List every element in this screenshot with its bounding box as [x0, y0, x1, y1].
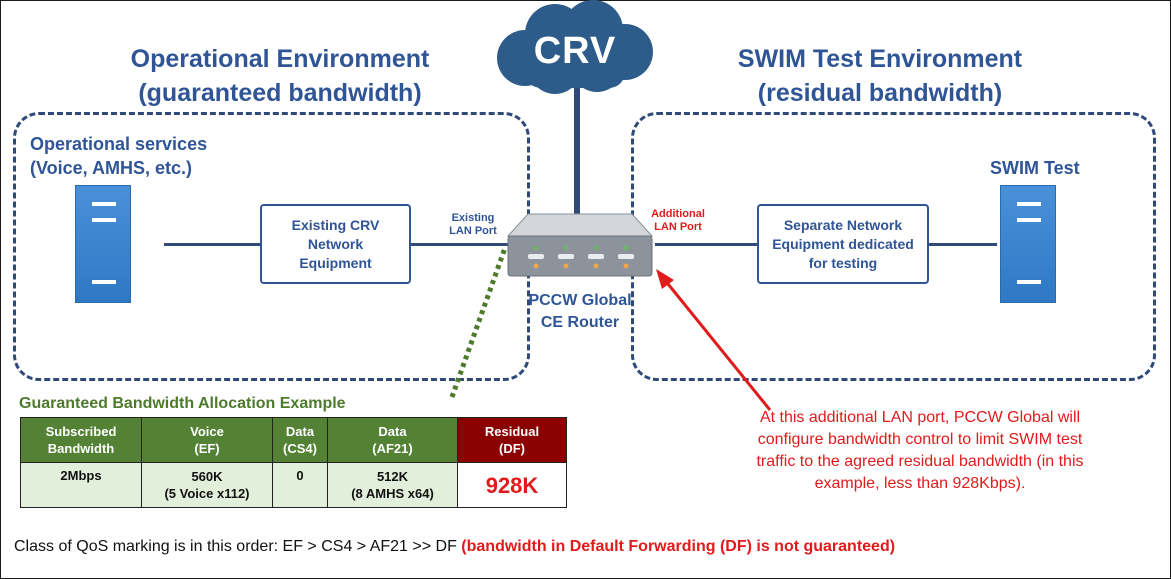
annotation-line4: example, less than 928Kbps). — [814, 475, 1026, 492]
existing-port-line2: LAN Port — [449, 225, 497, 237]
cell-line1: 2Mbps — [60, 468, 102, 483]
separate-equipment-line2: Equipment dedicated — [772, 235, 914, 252]
cell-line2: (8 AMHS x64) — [351, 486, 434, 501]
line-server-to-existing-equipment — [164, 243, 260, 246]
server-icon — [1000, 185, 1056, 303]
cell-line1: 0 — [296, 468, 304, 483]
operational-services-line2: (Voice, AMHS, etc.) — [30, 158, 193, 178]
router-icon — [506, 213, 654, 277]
swim-env-title-line1: SWIM Test Environment — [737, 45, 1023, 73]
separate-test-equipment-box: Separate Network Equipment dedicated for… — [757, 204, 929, 284]
operational-env-title-line2: (guaranteed bandwidth) — [138, 79, 422, 107]
header-line2: Bandwidth — [47, 441, 115, 456]
cell-line2: (5 Voice x112) — [164, 486, 250, 501]
existing-equipment-line1: Existing CRV — [291, 216, 380, 233]
header-line1: Subscribed — [45, 424, 117, 439]
header-subscribed-bandwidth: Subscribed Bandwidth — [20, 417, 142, 463]
header-line2: (DF) — [499, 441, 525, 456]
table-row: 2Mbps 560K (5 Voice x112) 0 512K (8 AMHS… — [20, 462, 567, 508]
header-data-cs4: Data (CS4) — [272, 417, 328, 463]
annotation-line3: traffic to the agreed residual bandwidth… — [756, 453, 1084, 470]
cell-data-cs4: 0 — [272, 462, 328, 508]
header-data-af21: Data (AF21) — [327, 417, 458, 463]
existing-equipment-line3: Equipment — [299, 254, 372, 271]
qos-order-text: Class of QoS marking is in this order: E… — [14, 538, 457, 555]
router-label: PCCW Global CE Router — [505, 290, 655, 334]
allocation-title: Guaranteed Bandwidth Allocation Example — [19, 395, 346, 412]
separate-equipment-line3: for testing — [808, 254, 878, 271]
annotation-line1: At this additional LAN port, PCCW Global… — [759, 409, 1081, 426]
header-line1: Data — [285, 424, 315, 439]
additional-port-line2: LAN Port — [654, 221, 702, 233]
arrow-icon — [656, 269, 772, 411]
line-separate-equipment-to-server — [929, 243, 997, 246]
router-label-line1: PCCW Global — [528, 292, 632, 309]
separate-equipment-line1: Separate Network — [783, 216, 903, 233]
server-icon — [75, 185, 131, 303]
header-voice: Voice (EF) — [141, 417, 273, 463]
annotation-line2: configure bandwidth control to limit SWI… — [757, 431, 1083, 448]
cloud-label: CRV — [533, 30, 617, 72]
operational-env-title-line1: Operational Environment — [130, 45, 430, 73]
operational-env-title: Operational Environment (guaranteed band… — [95, 42, 465, 110]
cell-subscribed-bandwidth: 2Mbps — [20, 462, 142, 508]
cell-data-af21: 512K (8 AMHS x64) — [327, 462, 458, 508]
cloud-icon — [497, 0, 653, 94]
cloud-to-router-line — [574, 70, 580, 215]
qos-footer: Class of QoS marking is in this order: E… — [14, 538, 895, 556]
operational-services-line1: Operational services — [30, 134, 208, 154]
router-label-line2: CE Router — [540, 314, 620, 331]
header-line1: Residual — [484, 424, 540, 439]
line-router-to-separate-equipment — [655, 243, 757, 246]
swim-test-label: SWIM Test — [990, 158, 1080, 178]
additional-port-annotation: At this additional LAN port, PCCW Global… — [685, 407, 1155, 495]
swim-env-title: SWIM Test Environment (residual bandwidt… — [700, 42, 1060, 110]
cell-residual: 928K — [457, 462, 567, 508]
allocation-table: Subscribed Bandwidth Voice (EF) Data (CS… — [20, 417, 567, 508]
operational-services-label: Operational services (Voice, AMHS, etc.) — [30, 132, 207, 180]
allocation-dotted-line — [449, 247, 508, 398]
cell-line1: 560K — [191, 469, 223, 484]
additional-port-line1: Additional — [651, 208, 705, 220]
swim-env-title-line2: (residual bandwidth) — [757, 79, 1003, 107]
existing-crv-equipment-box: Existing CRV Network Equipment — [260, 204, 411, 284]
cell-line1: 512K — [376, 469, 409, 484]
header-line2: (AF21) — [372, 441, 413, 456]
header-line2: (CS4) — [283, 441, 317, 456]
header-line1: Data — [378, 424, 407, 439]
qos-df-note: (bandwidth in Default Forwarding (DF) is… — [461, 538, 896, 555]
line-existing-equipment-to-router — [411, 243, 513, 246]
table-header-row: Subscribed Bandwidth Voice (EF) Data (CS… — [20, 417, 567, 463]
existing-lan-port-label: Existing LAN Port — [438, 212, 508, 238]
existing-equipment-line2: Network — [307, 235, 364, 252]
cell-line1: 928K — [485, 472, 539, 498]
header-residual: Residual (DF) — [457, 417, 567, 463]
existing-port-line1: Existing — [451, 212, 495, 224]
header-line1: Voice — [190, 424, 224, 439]
cell-voice: 560K (5 Voice x112) — [141, 462, 273, 508]
additional-lan-port-label: Additional LAN Port — [640, 208, 716, 234]
header-line2: (EF) — [194, 441, 220, 456]
